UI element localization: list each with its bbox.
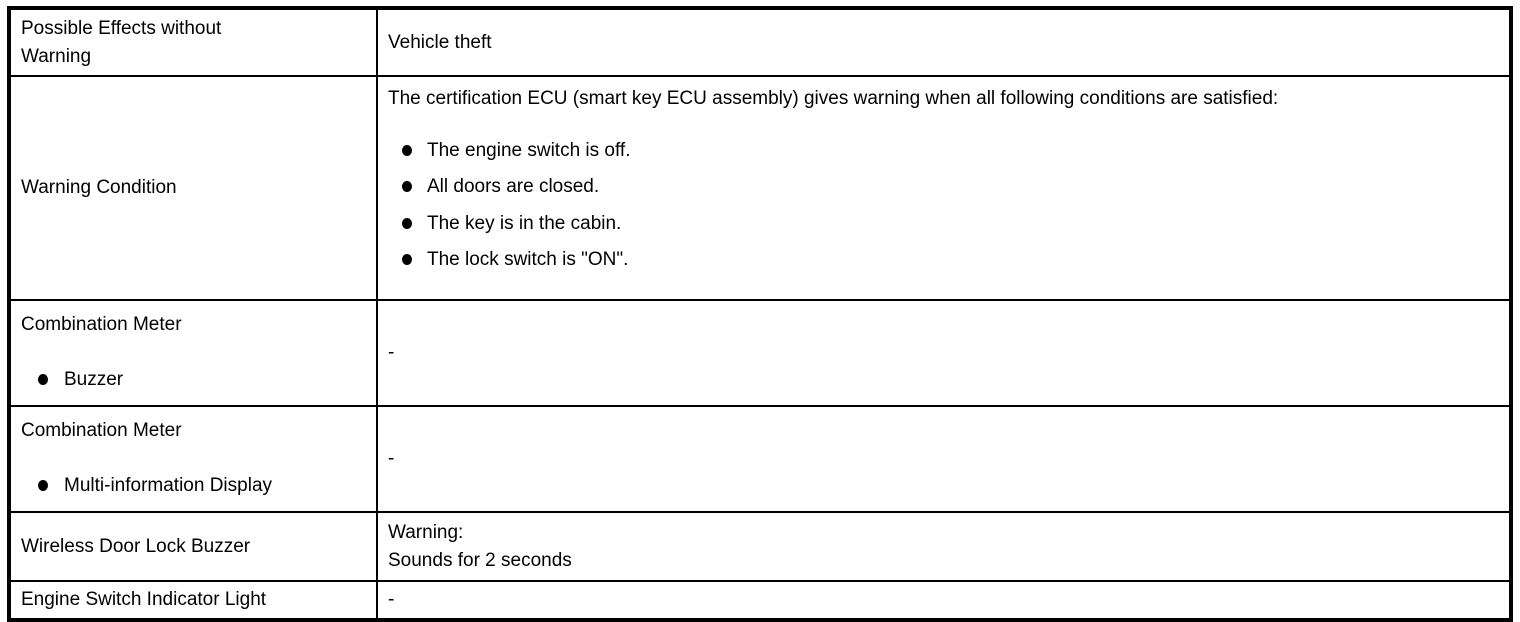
bullet-icon (402, 144, 412, 156)
row-label-cell: Engine Switch Indicator Light (8, 580, 378, 621)
list-item: The key is in the cabin. (402, 210, 1499, 238)
table-row-wireless-door-lock-buzzer: Wireless Door Lock Buzzer Warning: Sound… (8, 511, 1512, 583)
table-row-warning-condition: Warning Condition The certification ECU … (8, 75, 1512, 301)
list-item: Buzzer (21, 366, 366, 394)
table-row-engine-switch-indicator: Engine Switch Indicator Light - (8, 580, 1512, 621)
list-item-text: The lock switch is "ON". (427, 249, 629, 271)
table-row-possible-effects: Possible Effects without Warning Vehicle… (8, 7, 1512, 77)
list-item-text: The key is in the cabin. (427, 212, 622, 234)
row-label: Possible Effects without Warning (21, 17, 222, 67)
list-item: All doors are closed. (402, 173, 1499, 201)
row-label-cell: Warning Condition (8, 75, 378, 301)
row-value: - (388, 448, 395, 470)
bullet-icon (402, 217, 412, 229)
row-value-cell: The certification ECU (smart key ECU ass… (376, 75, 1512, 301)
row-value-cell: - (376, 580, 1512, 621)
row-label-cell: Possible Effects without Warning (8, 7, 378, 77)
row-label: Engine Switch Indicator Light (21, 589, 267, 611)
row-value: Vehicle theft (388, 31, 492, 53)
row-label: Combination Meter (21, 314, 182, 335)
row-value-cell: - (376, 298, 1512, 408)
row-label-cell: Combination Meter Multi-information Disp… (8, 405, 378, 514)
table-row-combination-meter-buzzer: Combination Meter Buzzer - (8, 298, 1512, 408)
list-item: Multi-information Display (21, 472, 366, 500)
row-value: - (388, 342, 395, 364)
row-value-cell: Vehicle theft (376, 7, 1512, 77)
warning-condition-bullet-list: The engine switch is off. All doors are … (388, 137, 1499, 274)
row-label-cell: Combination Meter Buzzer (8, 298, 378, 408)
row-label: Warning Condition (21, 177, 177, 199)
row-label: Combination Meter (21, 420, 182, 442)
list-item: The engine switch is off. (402, 137, 1499, 165)
row-value: - (388, 589, 395, 611)
row-value-cell: Warning: Sounds for 2 seconds (376, 511, 1512, 583)
row-value-cell: - (376, 405, 1512, 514)
row-label: Wireless Door Lock Buzzer (21, 535, 251, 557)
list-item-text: All doors are closed. (427, 176, 600, 198)
table-row-combination-meter-display: Combination Meter Multi-information Disp… (8, 405, 1512, 514)
warning-condition-intro: The certification ECU (smart key ECU ass… (388, 88, 1279, 109)
row-label-cell: Wireless Door Lock Buzzer (8, 511, 378, 583)
list-item-text: Buzzer (64, 368, 124, 390)
list-item-text: The engine switch is off. (427, 139, 631, 161)
list-item: The lock switch is "ON". (402, 246, 1499, 274)
bullet-icon (38, 373, 48, 385)
bullet-icon (402, 181, 412, 193)
bullet-icon (38, 479, 48, 491)
row-value: Warning: Sounds for 2 seconds (388, 522, 572, 571)
bullet-icon (402, 254, 412, 266)
list-item-text: Multi-information Display (64, 474, 273, 496)
warning-spec-table: Possible Effects without Warning Vehicle… (7, 6, 1513, 622)
